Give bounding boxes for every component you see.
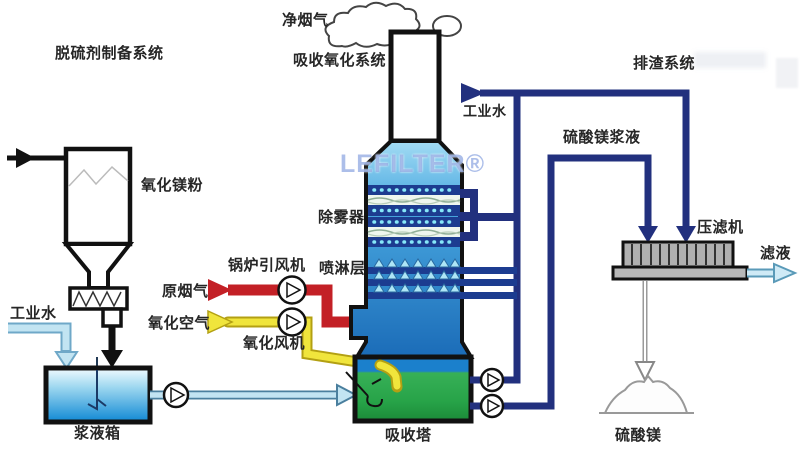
mgso4-pile bbox=[599, 374, 694, 414]
tower-pumps bbox=[470, 367, 505, 419]
label-clean-flue-gas: 净烟气 bbox=[282, 12, 329, 29]
label-demister: 除雾器 bbox=[318, 209, 365, 226]
label-raw-flue-gas: 原烟气 bbox=[162, 283, 209, 300]
cake-drop-arrow bbox=[634, 281, 656, 383]
faint-watermark-artifact bbox=[694, 52, 766, 68]
label-filtrate: 滤液 bbox=[760, 245, 792, 262]
industrial-water-pipe-left bbox=[8, 322, 79, 370]
label-filter-press: 压滤机 bbox=[697, 219, 744, 236]
slurry-pipe bbox=[150, 381, 359, 409]
spray-layers bbox=[368, 259, 517, 299]
industrial-water-pipe-right bbox=[480, 89, 690, 384]
label-mgso4-product: 硫酸镁 bbox=[615, 427, 662, 444]
demister-piping bbox=[458, 189, 517, 241]
vibrating-feeder bbox=[68, 286, 129, 368]
section-title-prep: 脱硫剂制备系统 bbox=[55, 45, 164, 62]
industrial-water-arrow bbox=[461, 83, 485, 103]
tower-sump bbox=[352, 354, 474, 424]
label-mgo-powder: 氧化镁粉 bbox=[141, 177, 204, 194]
chimney bbox=[388, 29, 442, 144]
filter-press bbox=[611, 240, 749, 281]
label-spray-layer: 喷淋层 bbox=[319, 260, 366, 277]
lefilter-watermark: LEFILTER® bbox=[340, 150, 485, 178]
tank-agitator bbox=[87, 370, 107, 411]
slurry-tank bbox=[43, 357, 153, 425]
demister-layers bbox=[367, 185, 461, 247]
mgso4-slurry-pipe bbox=[504, 154, 652, 410]
filter-feed-arrow-left bbox=[638, 226, 658, 243]
faint-watermark-artifact-2 bbox=[776, 58, 798, 88]
filtrate-arrow bbox=[747, 262, 798, 284]
label-industrial-water-right: 工业水 bbox=[463, 103, 507, 119]
label-industrial-water-left: 工业水 bbox=[10, 305, 57, 322]
filter-feed-arrow-right bbox=[676, 226, 696, 243]
label-boiler-id-fan: 锅炉引风机 bbox=[228, 257, 306, 274]
label-oxidation-fan: 氧化风机 bbox=[243, 335, 306, 352]
raw-flue-gas-pipe bbox=[208, 275, 353, 328]
label-absorption-tower: 吸收塔 bbox=[385, 427, 432, 444]
section-title-absorb: 吸收氧化系统 bbox=[293, 52, 387, 69]
label-slurry-tank: 浆液箱 bbox=[74, 425, 121, 442]
label-mgso4-slurry: 硫酸镁浆液 bbox=[563, 129, 641, 146]
mgo-feed-arrow bbox=[7, 148, 66, 168]
mgo-silo bbox=[61, 146, 135, 290]
sump-agitator bbox=[345, 371, 383, 408]
label-oxidation-air: 氧化空气 bbox=[148, 315, 211, 332]
section-title-slag: 排渣系统 bbox=[633, 55, 696, 72]
